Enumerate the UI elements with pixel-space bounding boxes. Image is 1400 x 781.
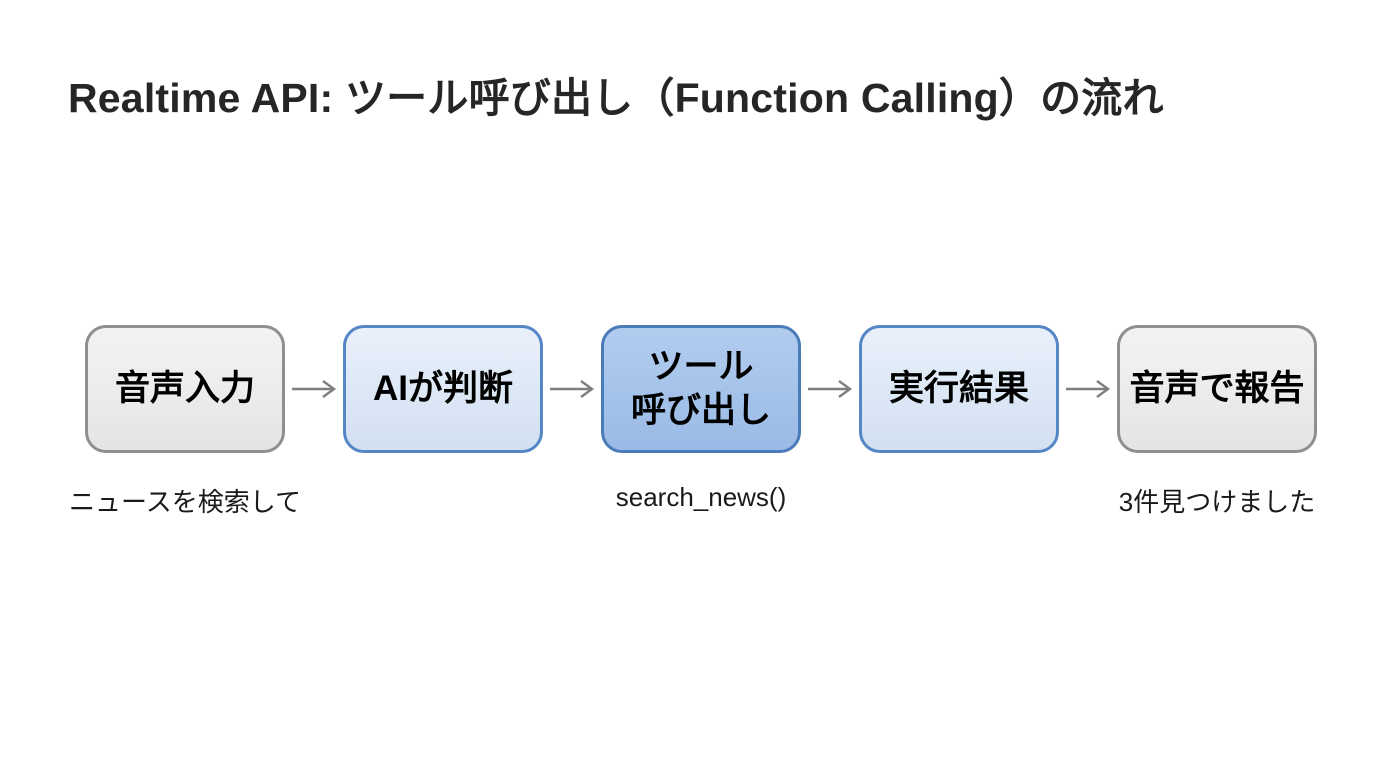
flow-annotation-tool-call: search_news() [615,482,787,512]
flow-diagram: 音声入力 AIが判断 ツール 呼び出し 実行結果 音声で報告 [85,325,1317,453]
flow-step-voice-report: 音声で報告 [1117,325,1317,453]
flow-step-ai-decision: AIが判断 [343,325,543,453]
flow-step-label: 音声入力 [114,369,255,409]
arrow-right-icon [543,377,601,401]
flow-step-label: ツール 呼び出し [630,347,771,430]
flow-step-label: 音声で報告 [1129,369,1305,409]
flow-annotations: ニュースを検索して search_news() 3件見つけました [0,482,1400,522]
flow-step-voice-input: 音声入力 [85,325,285,453]
flow-step-execution-result: 実行結果 [859,325,1059,453]
arrow-right-icon [285,377,343,401]
slide-title: Realtime API: ツール呼び出し（Function Calling）の… [68,75,1164,121]
flow-annotation-voice-report: 3件見つけました [1118,487,1316,517]
flow-annotation-voice-input: ニュースを検索して [69,487,301,517]
flow-step-tool-call: ツール 呼び出し [601,325,801,453]
arrow-right-icon [1059,377,1117,401]
flow-step-label: AIが判断 [372,369,513,409]
arrow-right-icon [801,377,859,401]
flow-step-label: 実行結果 [888,369,1029,409]
